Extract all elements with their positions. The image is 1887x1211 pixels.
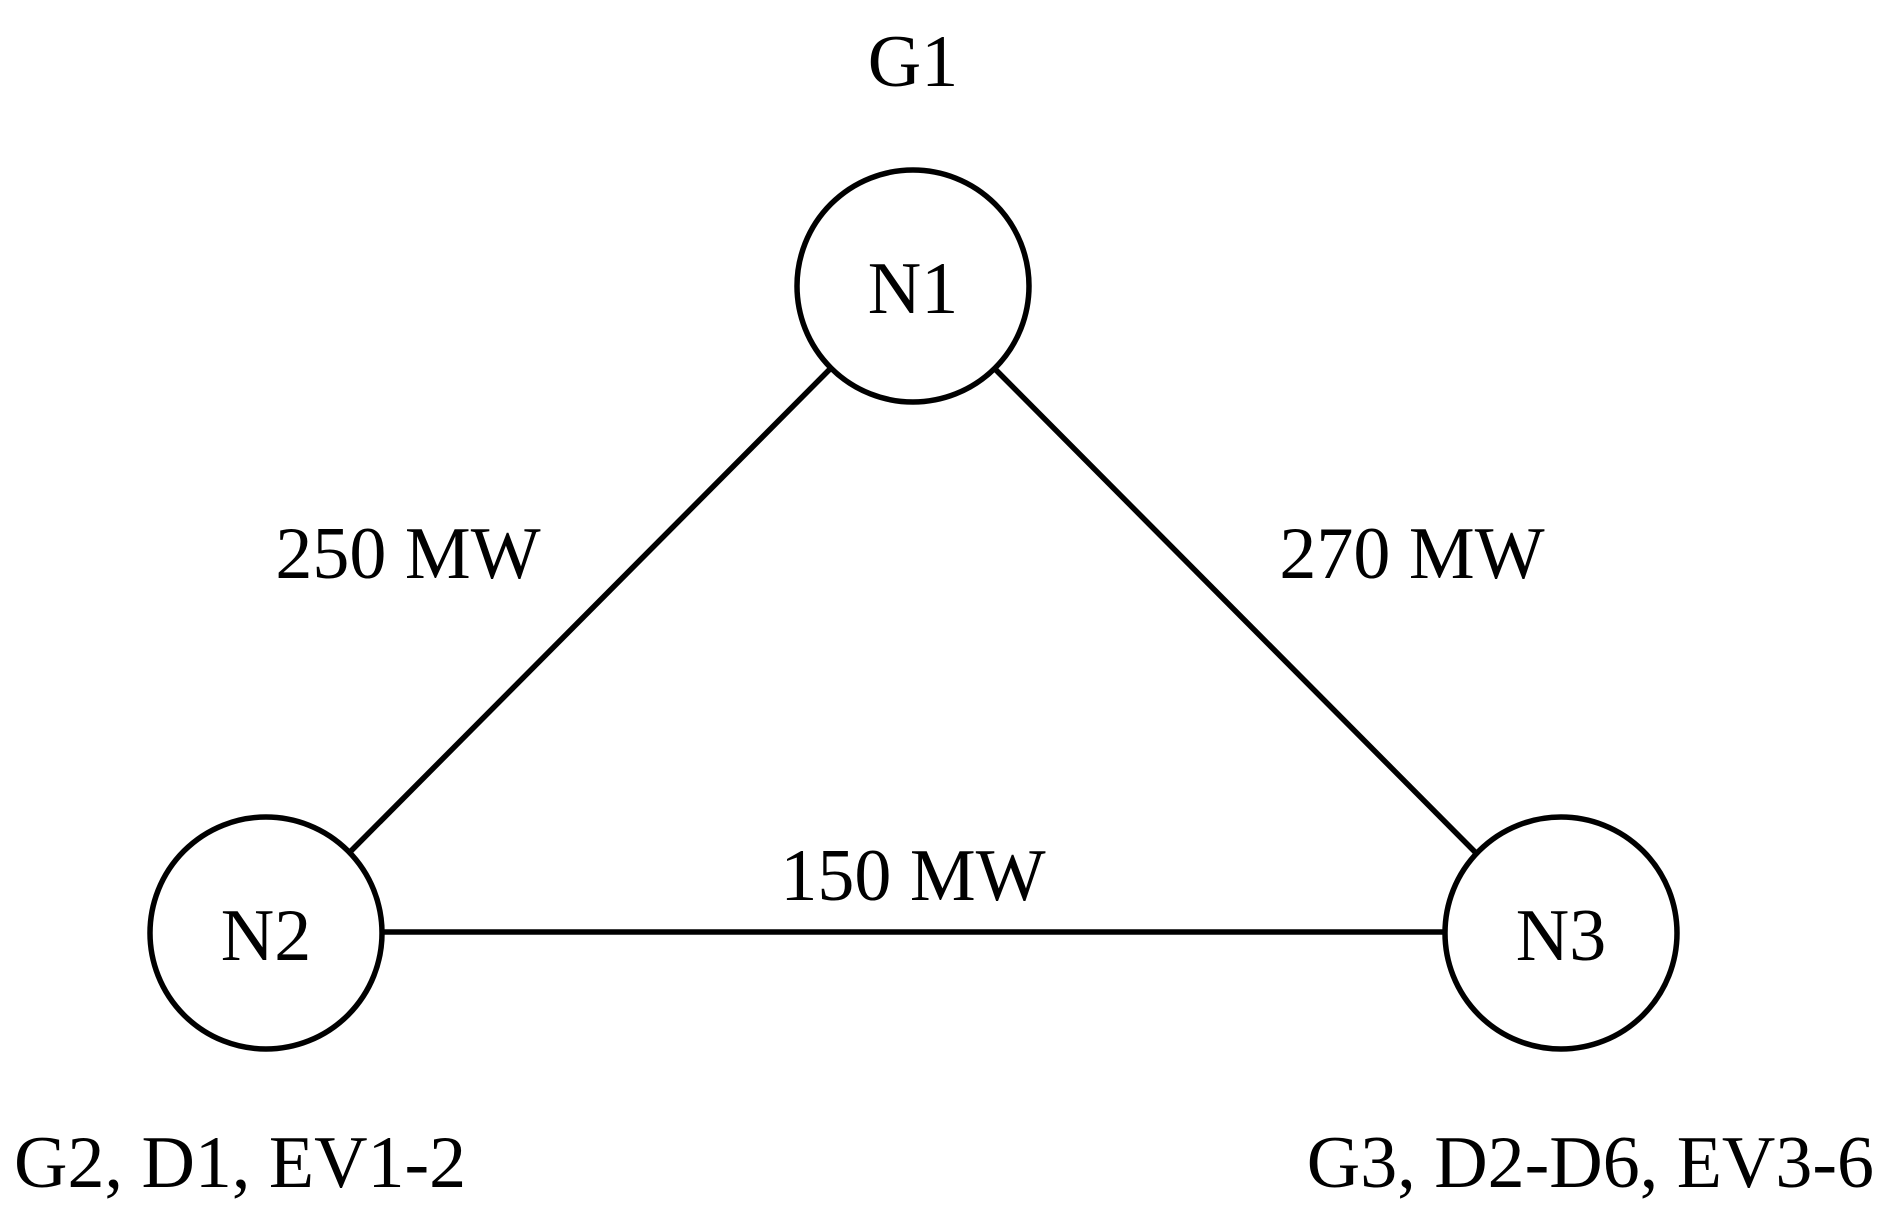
node-n1-circle <box>794 167 1032 405</box>
node-n3-circle <box>1442 814 1680 1052</box>
node-n3: N3 <box>1442 814 1680 1052</box>
node-n2-annotation: G2, D1, EV1-2 <box>14 1122 466 1204</box>
node-n1: N1 <box>794 167 1032 405</box>
line-n1-n3-capacity: 270 MW <box>1279 513 1544 595</box>
node-n1-label: N1 <box>868 248 958 330</box>
node-n2: N2 <box>147 814 385 1052</box>
node-n1-annotation: G1 <box>868 21 958 103</box>
line-n1-n3 <box>993 367 1480 857</box>
node-n2-label: N2 <box>221 895 311 977</box>
line-n1-n2 <box>345 367 832 857</box>
node-n3-annotation: G3, D2-D6, EV3-6 <box>1307 1122 1874 1204</box>
line-n2-n3-capacity: 150 MW <box>780 835 1045 917</box>
node-n3-label: N3 <box>1516 895 1606 977</box>
line-n1-n2-capacity: 250 MW <box>275 513 540 595</box>
node-n2-circle <box>147 814 385 1052</box>
